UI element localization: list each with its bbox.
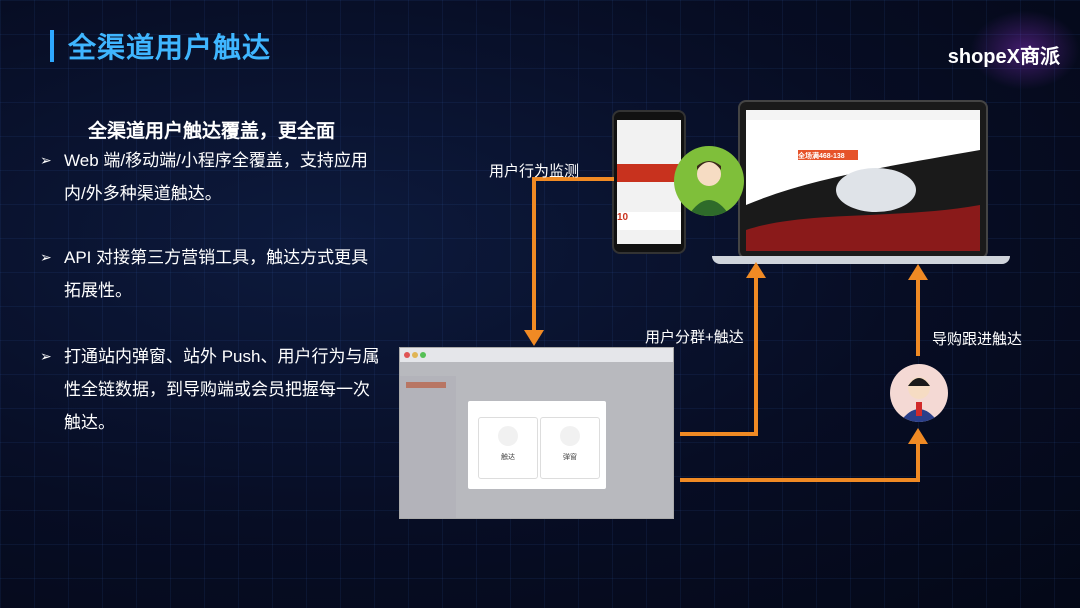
admin-console-mockup	[399, 347, 674, 519]
bullet-item: ➢ 打通站内弹窗、站外 Push、用户行为与属性全链数据，到导购端或会员把握每一…	[40, 340, 400, 439]
bullet-item: ➢ API 对接第三方营销工具，触达方式更具拓展性。	[40, 241, 400, 307]
connector-line	[532, 177, 614, 181]
channel-select-modal: 触达 弹窗	[468, 401, 606, 489]
label-segment-reach: 用户分群+触达	[645, 329, 744, 346]
document-icon	[498, 426, 518, 446]
sneaker-ad-graphic	[746, 110, 980, 251]
arrow-up-icon	[908, 264, 928, 280]
user-avatar-icon	[674, 146, 744, 216]
window-dot-icon	[420, 352, 426, 358]
arrow-down-icon	[524, 330, 544, 346]
admin-sidebar-button	[406, 382, 446, 388]
admin-sidebar	[400, 376, 456, 518]
shopping-guide-avatar-icon	[890, 364, 948, 422]
window-dot-icon	[412, 352, 418, 358]
brand-logo: shopeX商派	[947, 46, 1060, 68]
connector-line	[680, 432, 758, 436]
bullet-text: API 对接第三方营销工具，触达方式更具	[64, 248, 369, 267]
phone-banner	[617, 164, 681, 182]
connector-line	[916, 276, 920, 356]
page-title: 全渠道用户触达	[68, 32, 272, 63]
laptop-mockup: 全场满468-138	[738, 100, 988, 259]
logo-glow	[970, 10, 1080, 90]
label-behavior-monitor: 用户行为监测	[489, 163, 580, 180]
section-subtitle: 全渠道用户触达覆盖，更全面	[88, 121, 336, 142]
reach-option-card[interactable]: 触达	[478, 417, 538, 479]
window-dot-icon	[404, 352, 410, 358]
bullet-text: 内/外多种渠道触达。	[64, 184, 222, 203]
document-icon	[560, 426, 580, 446]
laptop-base	[712, 256, 1010, 264]
phone-promo: 10	[617, 212, 681, 230]
bullet-text: 触达。	[64, 413, 115, 432]
arrow-bullet-icon: ➢	[40, 249, 52, 265]
bullet-item: ➢ Web 端/移动端/小程序全覆盖，支持应用内/外多种渠道触达。	[40, 144, 400, 210]
connector-line	[680, 478, 920, 482]
connector-line	[532, 177, 536, 337]
title-accent-bar	[50, 30, 54, 62]
admin-topbar	[400, 348, 673, 362]
arrow-bullet-icon: ➢	[40, 348, 52, 364]
connector-line	[916, 440, 920, 482]
arrow-up-icon	[746, 262, 766, 278]
phone-screen: 10	[617, 120, 681, 244]
card-label: 触达	[501, 454, 515, 461]
laptop-screen: 全场满468-138	[746, 110, 980, 251]
arrow-up-icon	[908, 428, 928, 444]
bullet-text: Web 端/移动端/小程序全覆盖，支持应用	[64, 151, 368, 170]
popup-option-card[interactable]: 弹窗	[540, 417, 600, 479]
card-label: 弹窗	[563, 454, 577, 461]
label-guide-followup: 导购跟进触达	[932, 331, 1023, 348]
laptop-promo: 全场满468-138	[798, 153, 845, 160]
bullet-text: 拓展性。	[64, 281, 132, 300]
connector-line	[754, 272, 758, 436]
bullet-text: 性全链数据，到导购端或会员把握每一次	[64, 380, 370, 399]
mobile-phone-mockup: 10	[612, 110, 686, 254]
arrow-bullet-icon: ➢	[40, 152, 52, 168]
bullet-text: 打通站内弹窗、站外 Push、用户行为与属	[64, 347, 380, 366]
